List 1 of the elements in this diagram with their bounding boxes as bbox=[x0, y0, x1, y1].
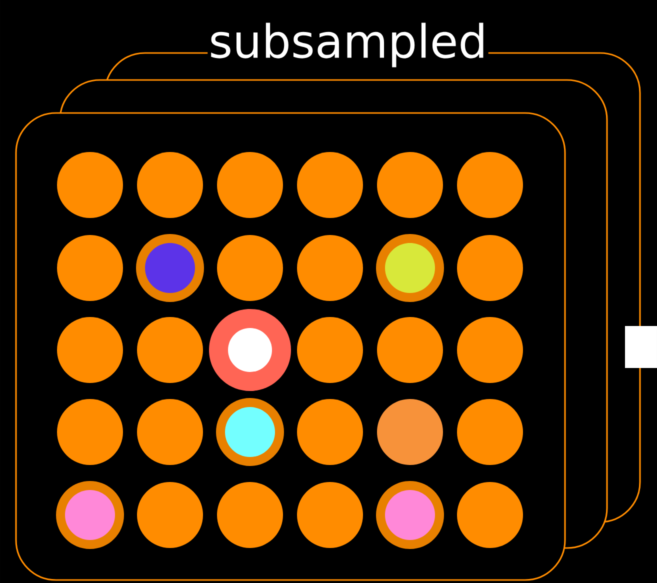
title: subsampled bbox=[208, 22, 488, 68]
